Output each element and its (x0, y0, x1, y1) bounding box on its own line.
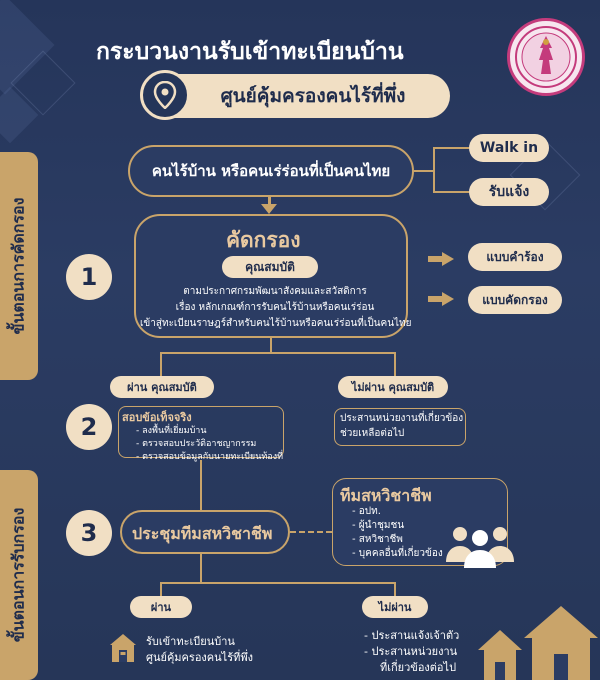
screening-description-line: ตามประกาศกรมพัฒนาสังคมและสวัสดิการ (183, 286, 367, 297)
location-pin-icon (140, 70, 190, 120)
stage-acceptance-label: ขั้นตอนการรับกรอง (8, 507, 28, 643)
flow-line (394, 352, 396, 378)
multidisciplinary-meeting-title: ประชุมทีมสหวิชาชีพ (132, 524, 273, 543)
people-group-icon (442, 522, 518, 568)
target-group-box: คนไร้บ้าน หรือคนเร่ร่อนที่เป็นคนไทย (128, 145, 414, 197)
fact-check-box (118, 406, 284, 458)
channel-walk-in: Walk in (469, 134, 549, 162)
team-member: - ผู้นำชุมชน (352, 520, 405, 531)
fact-check-item: - ตรวจสอบประวัติอาชญากรรม (136, 439, 257, 449)
outcome-fail-line: ที่เกี่ยวข้องต่อไป (380, 661, 457, 674)
form-screening: แบบคัดกรอง (468, 286, 562, 314)
screening-description-line: เรื่อง หลักเกณฑ์การรับคนไร้บ้านหรือคนเร่… (175, 302, 375, 313)
stage-acceptance-bar: ขั้นตอนการรับกรอง (0, 470, 38, 680)
team-title: ทีมสหวิชาชีพ (340, 486, 432, 505)
fail-tag: ไม่ผ่าน (362, 596, 428, 618)
flow-line (268, 197, 271, 205)
team-member: - สหวิชาชีพ (352, 534, 403, 545)
house-icon (522, 604, 600, 680)
flow-line (160, 352, 162, 378)
seal-logo (507, 18, 585, 96)
stage-screening-label: ขั้นตอนการคัดกรอง (8, 197, 28, 335)
dashed-connector (290, 531, 332, 533)
fail-qualification-tag: ไม่ผ่าน คุณสมบัติ (338, 376, 448, 398)
fact-check-item: - ลงพื้นที่เยี่ยมบ้าน (136, 426, 207, 436)
flow-line (160, 582, 162, 598)
arrow-down-icon (261, 204, 277, 214)
stage-screening-bar: ขั้นตอนการคัดกรอง (0, 152, 38, 380)
flow-line (394, 582, 396, 598)
arrow-right-icon (428, 252, 454, 266)
house-icon (108, 632, 138, 664)
step-3-number: 3 (66, 510, 112, 556)
connector-line (433, 191, 469, 193)
refer-agency-line: ประสานหน่วยงานที่เกี่ยวข้อง (340, 413, 464, 424)
screening-description-line: เข้าสู่ทะเบียนราษฎร์สำหรับคนไร้บ้านหรือค… (140, 318, 412, 329)
connector-line (433, 147, 435, 193)
team-member: - อปท. (352, 506, 381, 517)
multidisciplinary-meeting-box (120, 510, 290, 554)
flow-line (160, 352, 396, 354)
refer-agency-box (334, 408, 466, 446)
form-request: แบบคำร้อง (468, 243, 562, 271)
outcome-pass-line: ศูนย์คุ้มครองคนไร้ที่พึ่ง (146, 651, 253, 664)
outcome-pass-line: รับเข้าทะเบียนบ้าน (146, 635, 235, 648)
channel-report: รับแจ้ง (469, 178, 549, 206)
qualification-pill: คุณสมบัติ (222, 256, 318, 278)
outcome-fail-line: - ประสานแจ้งเจ้าตัว (364, 629, 460, 642)
outcome-fail-line: - ประสานหน่วยงาน (364, 645, 458, 658)
connector-line (414, 170, 434, 172)
flow-line (270, 338, 272, 352)
house-icon (476, 628, 524, 680)
fact-check-title: สอบข้อเท็จจริง (122, 411, 192, 424)
team-member: - บุคคลอื่นที่เกี่ยวข้อง (352, 548, 443, 559)
page-title: กระบวนงานรับเข้าทะเบียนบ้าน (96, 39, 404, 65)
page-subtitle: ศูนย์คุ้มครองคนไร้ที่พึ่ง (150, 74, 450, 118)
flow-line (160, 582, 396, 584)
connector-line (433, 147, 469, 149)
pass-tag: ผ่าน (130, 596, 192, 618)
fact-check-item: - ตรวจสอบข้อมูลกับนายทะเบียนท้องที่ (136, 452, 284, 462)
arrow-right-icon (428, 292, 454, 306)
flow-line (200, 554, 202, 582)
step-2-number: 2 (66, 404, 112, 450)
step-1-number: 1 (66, 254, 112, 300)
screening-title: คัดกรอง (226, 228, 301, 252)
pass-qualification-tag: ผ่าน คุณสมบัติ (110, 376, 214, 398)
flow-line (200, 460, 202, 510)
refer-agency-line: ช่วยเหลือต่อไป (340, 428, 405, 439)
